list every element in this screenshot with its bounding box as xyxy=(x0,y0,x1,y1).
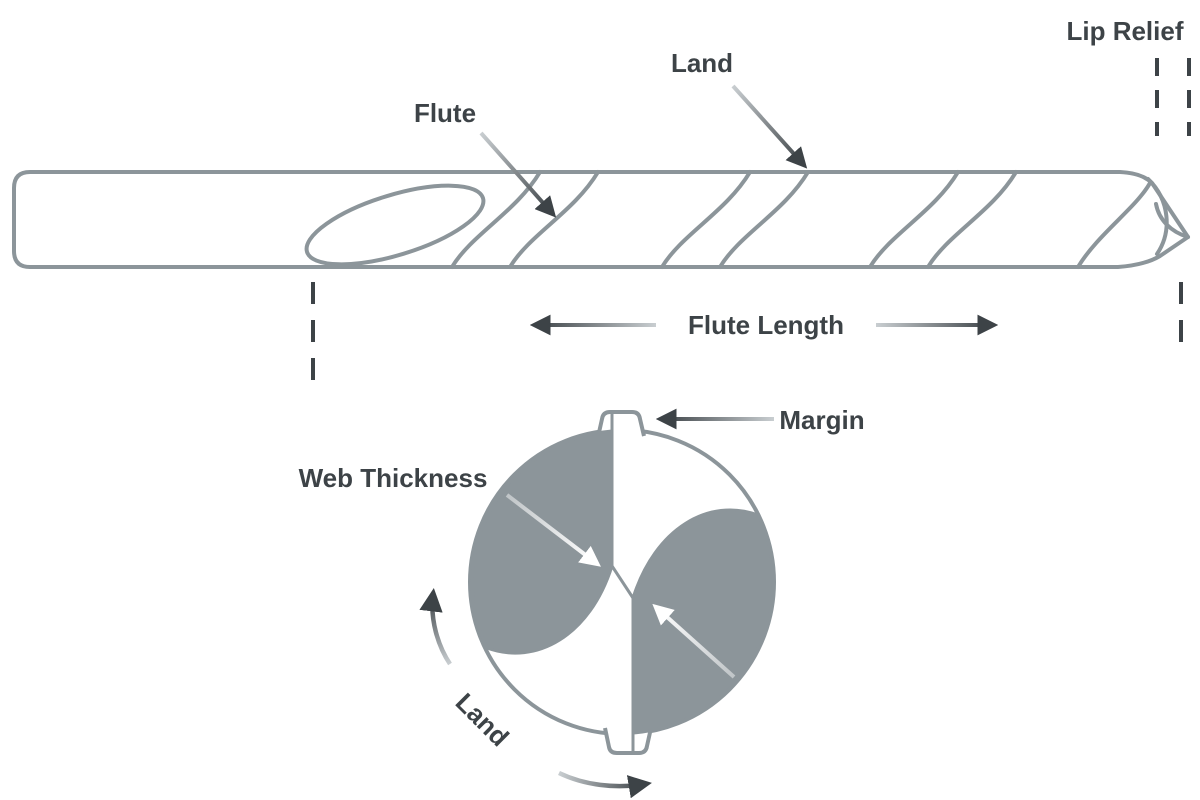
flute-arrow xyxy=(479,131,557,218)
flute-face-lobe-lower-right xyxy=(631,508,775,735)
web-thickness-arrow-lower xyxy=(652,603,736,679)
flute-label: Flute xyxy=(414,98,476,128)
drill-point-face-curve xyxy=(1146,177,1169,256)
reference-dashed-lines xyxy=(311,58,1191,383)
flute-length-label: Flute Length xyxy=(688,310,844,340)
flute-face-lobe-upper-left xyxy=(470,429,614,655)
land-label: Land xyxy=(671,48,733,78)
drill-cross-section-view: Margin Web Thickness Land xyxy=(299,405,865,799)
land-curved-arrow-left xyxy=(419,588,452,666)
land-curved-arrow-bottom xyxy=(558,770,652,799)
web-thickness-label: Web Thickness xyxy=(299,463,488,493)
margin-tab-bottom xyxy=(603,727,653,755)
margin-label: Margin xyxy=(779,405,864,435)
drill-side-view: Flute Land Lip Relief Flute Length xyxy=(12,16,1191,383)
drill-flute-helix-lines xyxy=(304,170,1190,269)
drill-point-lip-curve xyxy=(1154,202,1190,239)
drill-body-outline xyxy=(12,170,1190,269)
land-rotated-label: Land xyxy=(450,687,515,752)
web-thickness-arrow-upper xyxy=(505,493,601,567)
land-arrow xyxy=(731,84,808,169)
lip-relief-label: Lip Relief xyxy=(1066,16,1183,46)
flute-runout-leaf xyxy=(304,183,486,267)
chisel-edge-line xyxy=(610,565,635,599)
